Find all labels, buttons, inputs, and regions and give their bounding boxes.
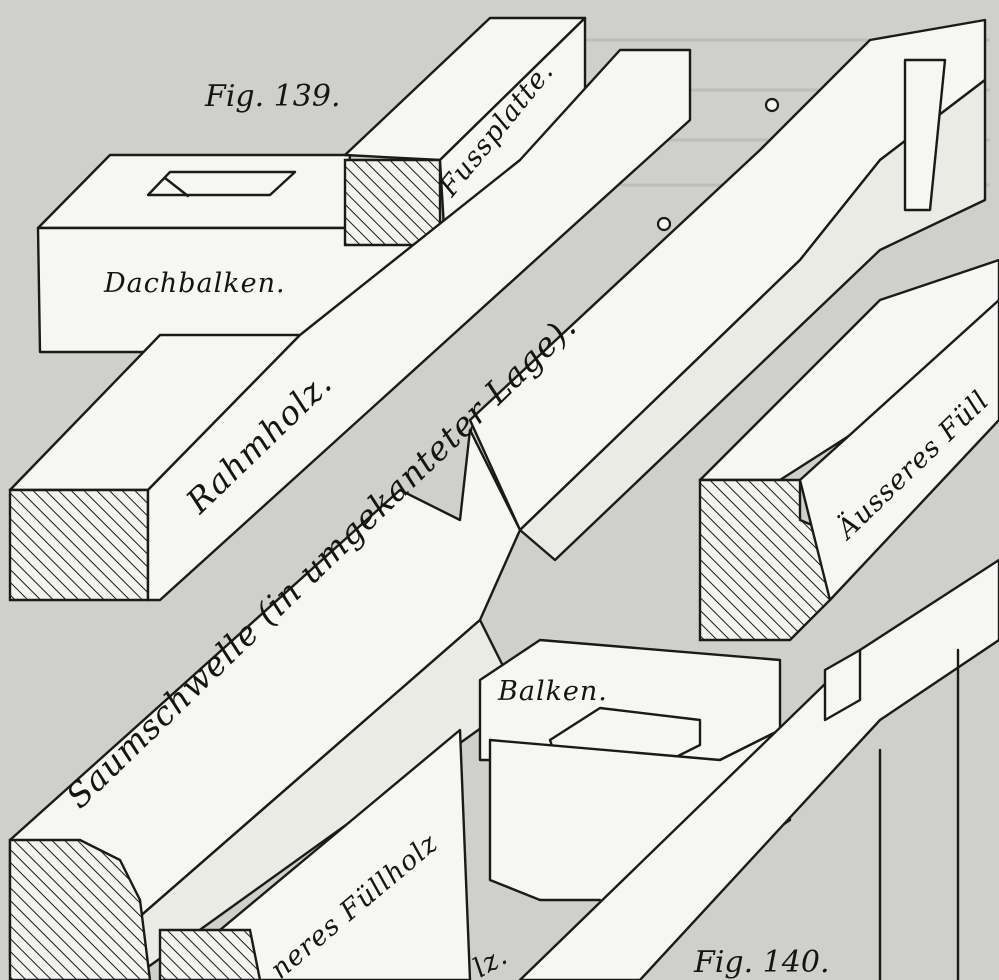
rahmholz-beam (8, 48, 692, 602)
dachbalken-label: Dachbalken. (103, 268, 286, 299)
holz-fragment-label: lz. (468, 940, 513, 980)
inneres-fullholz-beam (158, 728, 472, 980)
lower-right-beam (518, 558, 999, 980)
dachbalken-block (36, 153, 442, 354)
saumschwelle-upper (468, 18, 987, 562)
fig-139-label: Fig. 139. (204, 79, 340, 114)
ausseres-fullholz-block (698, 258, 999, 642)
balken-label: Balken. (497, 676, 608, 707)
fussplatte-beam (343, 16, 587, 247)
balken-block (478, 638, 792, 942)
fig-140-label: Fig. 140. (693, 945, 829, 980)
saumschwelle-beam (8, 428, 522, 980)
